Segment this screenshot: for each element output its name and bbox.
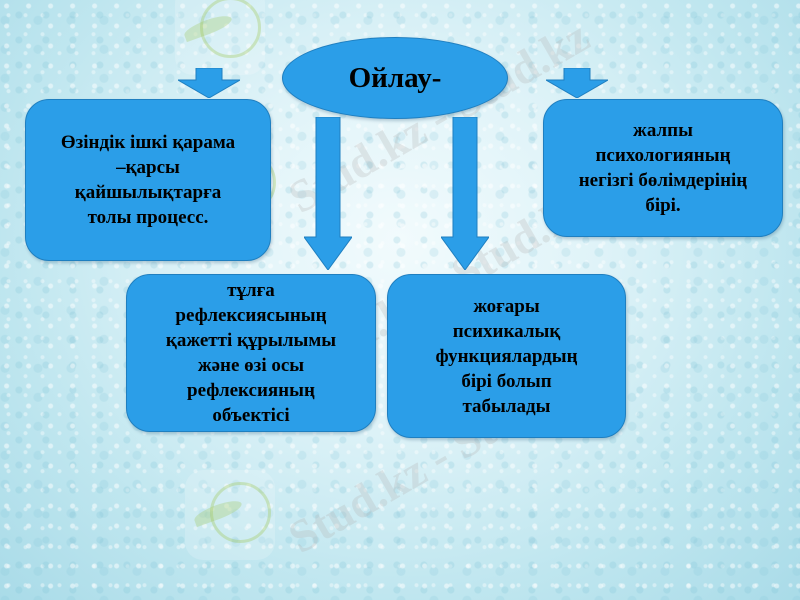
arrow-down-icon (304, 117, 352, 270)
concept-box-text: Өзіндік ішкі қарама –қарсы қайшылықтарға… (60, 132, 236, 228)
concept-box-bottom-right: жоғары психикалық функциялардың бірі бол… (387, 274, 626, 438)
concept-box-text: жалпы психологияның негізгі бөлімдерінің… (578, 120, 748, 216)
concept-box-text: тұлға рефлексиясының қажетті құрылымы жә… (165, 280, 337, 426)
concept-box-top-left: Өзіндік ішкі қарама –қарсы қайшылықтарға… (25, 99, 271, 261)
central-concept-ellipse: Ойлау- (282, 37, 508, 119)
concept-box-text: жоғары психикалық функциялардың бірі бол… (435, 295, 578, 417)
concept-box-bottom-left: тұлға рефлексиясының қажетті құрылымы жә… (126, 274, 376, 432)
central-concept-label: Ойлау- (348, 61, 442, 94)
arrow-down-icon (546, 68, 608, 98)
concept-box-top-right: жалпы психологияның негізгі бөлімдерінің… (543, 99, 783, 237)
arrow-down-icon (178, 68, 240, 98)
arrow-down-icon (441, 117, 489, 270)
